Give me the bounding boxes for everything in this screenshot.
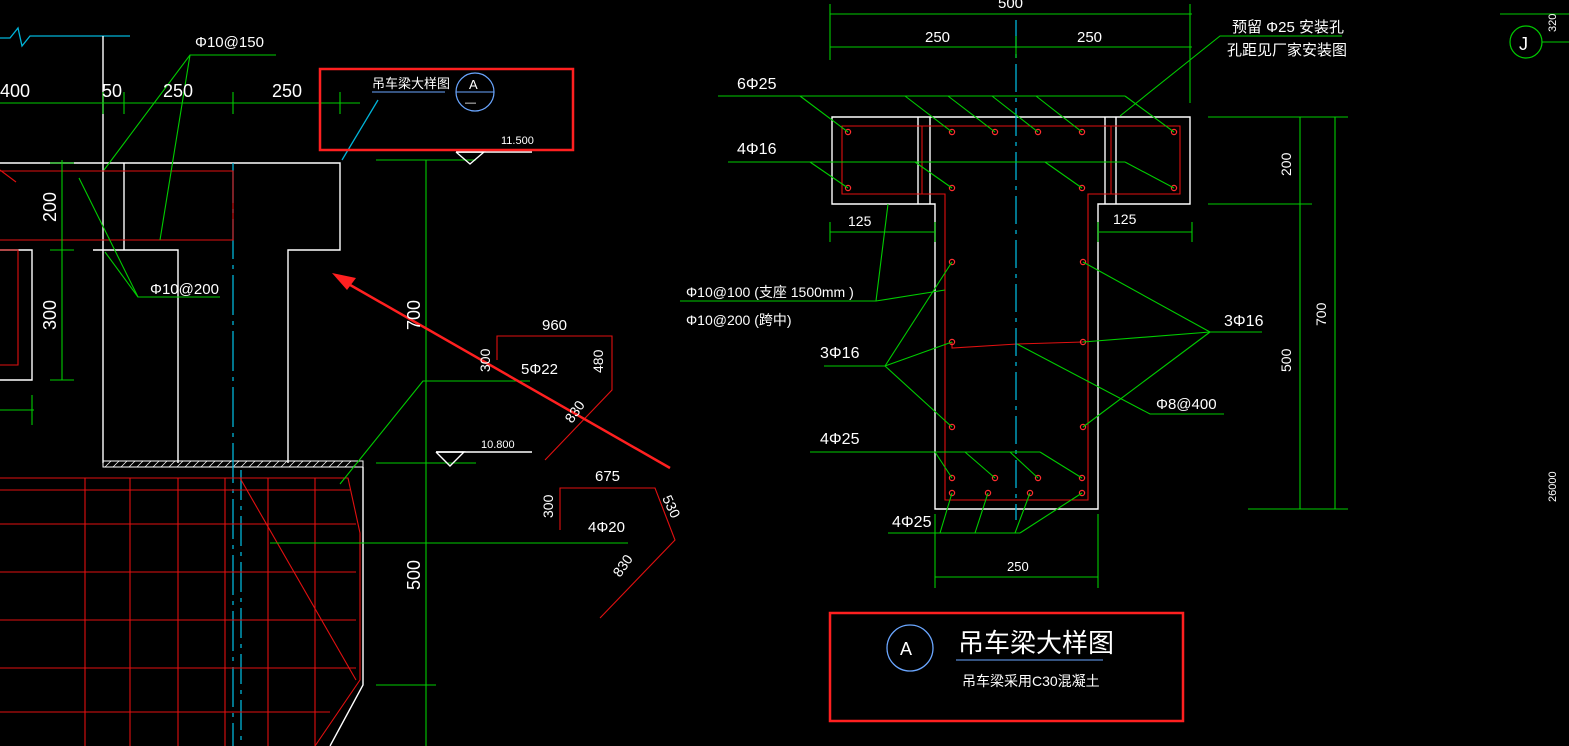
section-dimension-lines [680,4,1348,588]
bent-bar-1-leg-right: 480 [590,349,606,373]
label-26000: 26000 [1547,471,1559,502]
dim-250b: 250 [272,81,302,101]
dim-700: 700 [404,300,424,330]
elevation-top: 11.500 [501,135,534,147]
bent-bar-2 [559,487,676,619]
slab-hatch-lines [104,460,360,468]
bent-bar-1-leg-left: 300 [477,348,493,372]
bent-bar-2-leg-right: 530 [659,493,683,521]
callout-stirrup-top: Φ10@150 [195,34,264,51]
dim-total-width: 500 [998,0,1023,12]
dim-250a: 250 [163,81,193,101]
callout-top-bars: 6Φ25 [737,76,777,93]
title-circle [886,624,934,672]
title-note: 吊车梁采用C30混凝土 [962,673,1100,689]
marker-title: 吊车梁大样图 [372,76,450,91]
annotation-arrow-head [332,273,356,290]
tie-bar [951,341,1084,349]
marker-symbol: A [469,77,478,92]
dim-300: 300 [40,300,60,330]
dim-flange-depth: 200 [1278,152,1294,176]
rebar-dots [844,128,1178,497]
rebar-hook [0,169,17,183]
notch-rebar [0,249,19,366]
dim-half-right: 250 [1077,29,1102,46]
dim-400: 400 [0,81,30,101]
left-dimension-lines [0,54,628,746]
bent-bar-1 [496,335,613,461]
dim-half-left: 250 [925,29,950,46]
callout-stirrup-mid: Φ10@200 (跨中) [686,312,792,328]
callout-bottom-upper: 4Φ25 [820,431,860,448]
dim-500: 500 [404,560,424,590]
break-line [0,26,130,48]
grid-symbol: J [1519,34,1528,54]
beam-outline-right [0,162,341,463]
flange-rebar [0,170,234,241]
marker-box[interactable] [318,67,575,152]
column-notch [0,249,33,381]
title-symbol: A [900,639,912,659]
bent-bar-2-leg-left: 300 [540,494,556,518]
bent-bar-1-diag: 830 [561,397,588,425]
lower-outline [329,467,364,746]
top-note-1: 预留 Φ25 安装孔 [1232,19,1344,36]
section-outline [831,116,1191,510]
callout-side-right: 3Φ16 [1224,313,1264,330]
bent-bar-1-length: 960 [542,317,567,334]
section-title-box[interactable] [828,611,1185,723]
annotation-arrow-shaft [337,276,671,470]
left-elevation-view: 400 50 250 250 Φ10@150 Φ10@200 200 300 7… [0,26,684,746]
elevation-mid: 10.800 [481,439,515,451]
callout-stirrup-support: Φ10@100 (支座 1500mm ) [686,284,854,300]
dim-flange-right: 125 [1113,211,1137,227]
dim-200: 200 [40,192,60,222]
top-note-2: 孔距见厂家安装图 [1227,42,1347,59]
elevation-markers [435,151,532,467]
dim-web-width: 250 [1007,559,1029,574]
bent-bar-2-diag: 830 [609,551,636,579]
callout-flange-bars: 4Φ16 [737,141,777,158]
callout-bottom-lower: 4Φ25 [892,514,932,531]
callout-stirrup-bottom: Φ10@200 [150,281,219,298]
callout-side-left: 3Φ16 [820,345,860,362]
section-stirrup [841,125,1181,501]
title-text: 吊车梁大样图 [958,628,1114,658]
right-edge: J 320 26000 [1500,13,1569,502]
bent-bar-2-label: 4Φ20 [588,519,625,536]
dim-50: 50 [102,81,122,101]
section-view: 500 250 250 125 125 250 200 500 700 预留 Φ… [680,0,1348,723]
bent-bar-1-label: 5Φ22 [521,361,558,378]
dim-flange-left: 125 [848,213,872,229]
label-320: 320 [1547,14,1559,32]
marker-sub: — [465,97,476,109]
lower-rebar-grid [0,477,361,746]
callout-tie: Φ8@400 [1156,396,1217,413]
bent-bar-2-length: 675 [595,468,620,485]
dim-total-depth: 700 [1313,302,1329,326]
dim-web-depth: 500 [1278,348,1294,372]
web-left-outline [93,249,179,463]
